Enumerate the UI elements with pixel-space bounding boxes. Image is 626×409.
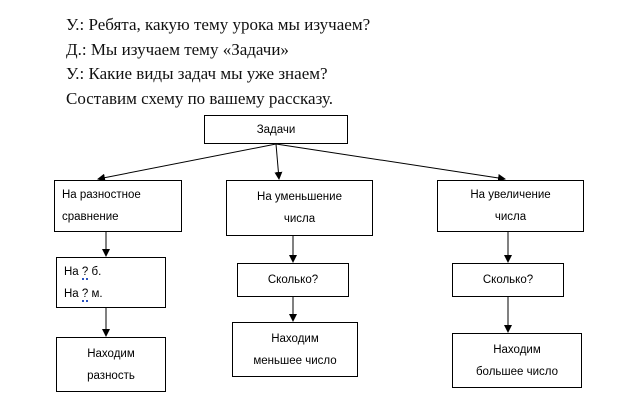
branch1-result-line1: Находим <box>87 347 135 360</box>
question-prefix: На <box>64 265 82 278</box>
arrow-root-to-branch3 <box>275 143 506 182</box>
dialog-line-2: Д.: Мы изучаем тему «Задачи» <box>66 39 289 59</box>
branch2-question-box: Сколько? <box>237 263 349 297</box>
branch3-result-line1: Находим <box>493 343 541 356</box>
branch2-result-line2: меньшее число <box>253 354 337 367</box>
branch1-question-box: На ? б. На ? м. <box>56 257 166 308</box>
question-prefix: На <box>64 287 82 300</box>
branch3-question-box: Сколько? <box>452 263 564 297</box>
branch1-title-line1: На разностное <box>62 189 141 201</box>
branch3-question: Сколько? <box>482 274 534 286</box>
dialog-line-1: У.: Ребята, какую тему урока мы изучаем? <box>66 15 371 34</box>
branch2-title-line1: На уменьшение <box>257 191 342 203</box>
dialog-text: У.: Ребята, какую тему урока мы изучаем?… <box>66 13 370 111</box>
question-mark: ? <box>81 265 89 278</box>
branch3-result-line2: большее число <box>475 365 559 378</box>
branch1-question-line2: На ? м. <box>64 283 165 305</box>
branch2-box: На уменьшение числа <box>226 180 373 236</box>
branch3-title-line2: числа <box>494 211 527 223</box>
question-suffix: м. <box>88 287 103 300</box>
branch1-result-box: Находим разность <box>56 337 166 392</box>
branch1-box: На разностное сравнение <box>54 180 182 232</box>
branch2-result-line1: Находим <box>271 332 319 345</box>
root-box: Задачи <box>204 115 348 144</box>
question-mark: ? <box>81 287 89 300</box>
arrow-root-to-branch1 <box>97 143 277 182</box>
branch1-title-line2: сравнение <box>62 211 119 223</box>
branch3-result-box: Находим большее число <box>452 333 582 388</box>
dialog-line-3: У.: Какие виды задач мы уже знаем? <box>66 64 328 83</box>
branch3-title-line1: На увеличение <box>470 189 551 201</box>
root-label: Задачи <box>256 123 296 136</box>
arrow-root-to-branch2 <box>274 143 283 180</box>
dialog-line-4: Составим схему по вашему рассказу. <box>66 88 334 108</box>
branch2-question: Сколько? <box>267 274 319 286</box>
question-suffix: б. <box>88 265 102 278</box>
branch1-result-line2: разность <box>87 369 135 382</box>
branch1-question-line1: На ? б. <box>64 261 165 283</box>
branch2-title-line2: числа <box>283 213 316 225</box>
branch3-box: На увеличение числа <box>437 180 584 232</box>
branch2-result-box: Находим меньшее число <box>232 322 358 377</box>
